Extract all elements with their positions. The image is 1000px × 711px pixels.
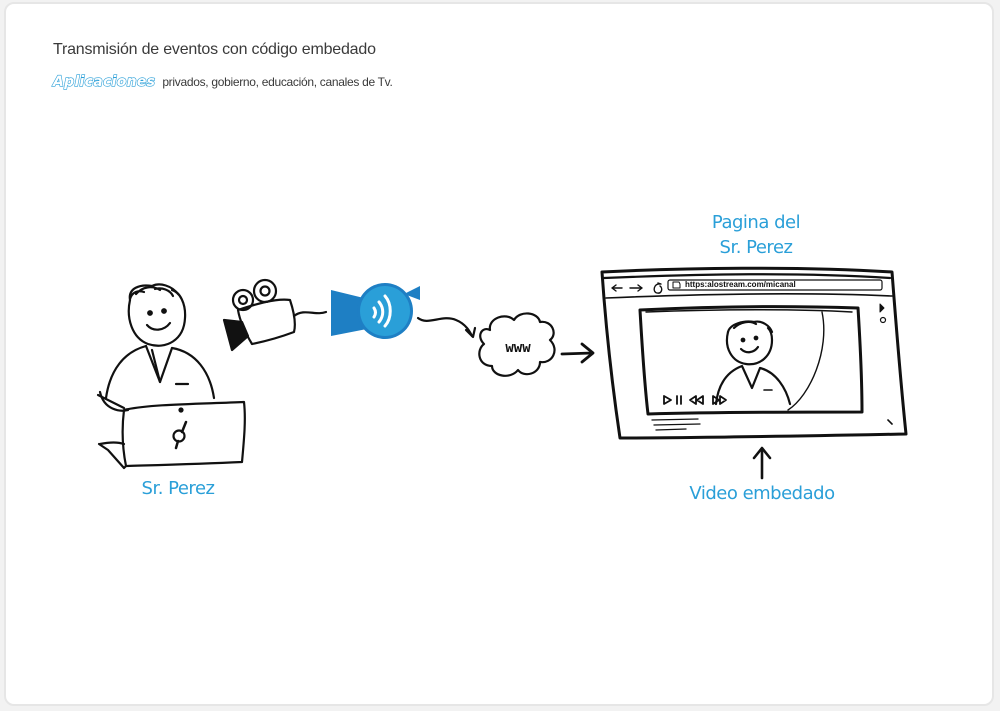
applications-tag: Aplicaciones [52,73,156,90]
person-icon [96,283,216,412]
subtitle: Aplicaciones privados, gobierno, educaci… [52,73,393,90]
applications-description: privados, gobierno, educación, canales d… [162,75,393,89]
streaming-logo-icon [331,283,420,339]
embed-label: Video embedado [689,483,835,504]
page-label-line2: Sr. Perez [719,237,793,258]
browser-url[interactable]: https:alostream.com/micanal [685,280,796,289]
browser-window-icon [600,266,908,440]
cloud-text: www [505,340,531,356]
arrow-right-icon [560,342,595,364]
page-label: Pagina del Sr. Perez [686,210,826,260]
arrow-up-icon [752,446,772,480]
page-label-line1: Pagina del [711,212,801,233]
person-label: Sr. Perez [141,478,215,499]
page-title: Transmisión de eventos con código embeda… [53,41,376,58]
connector-arrowhead [464,326,477,339]
video-camera-icon [222,278,328,352]
laptop-icon [97,400,246,470]
connector-line [416,316,474,338]
cloud-icon [478,312,556,377]
